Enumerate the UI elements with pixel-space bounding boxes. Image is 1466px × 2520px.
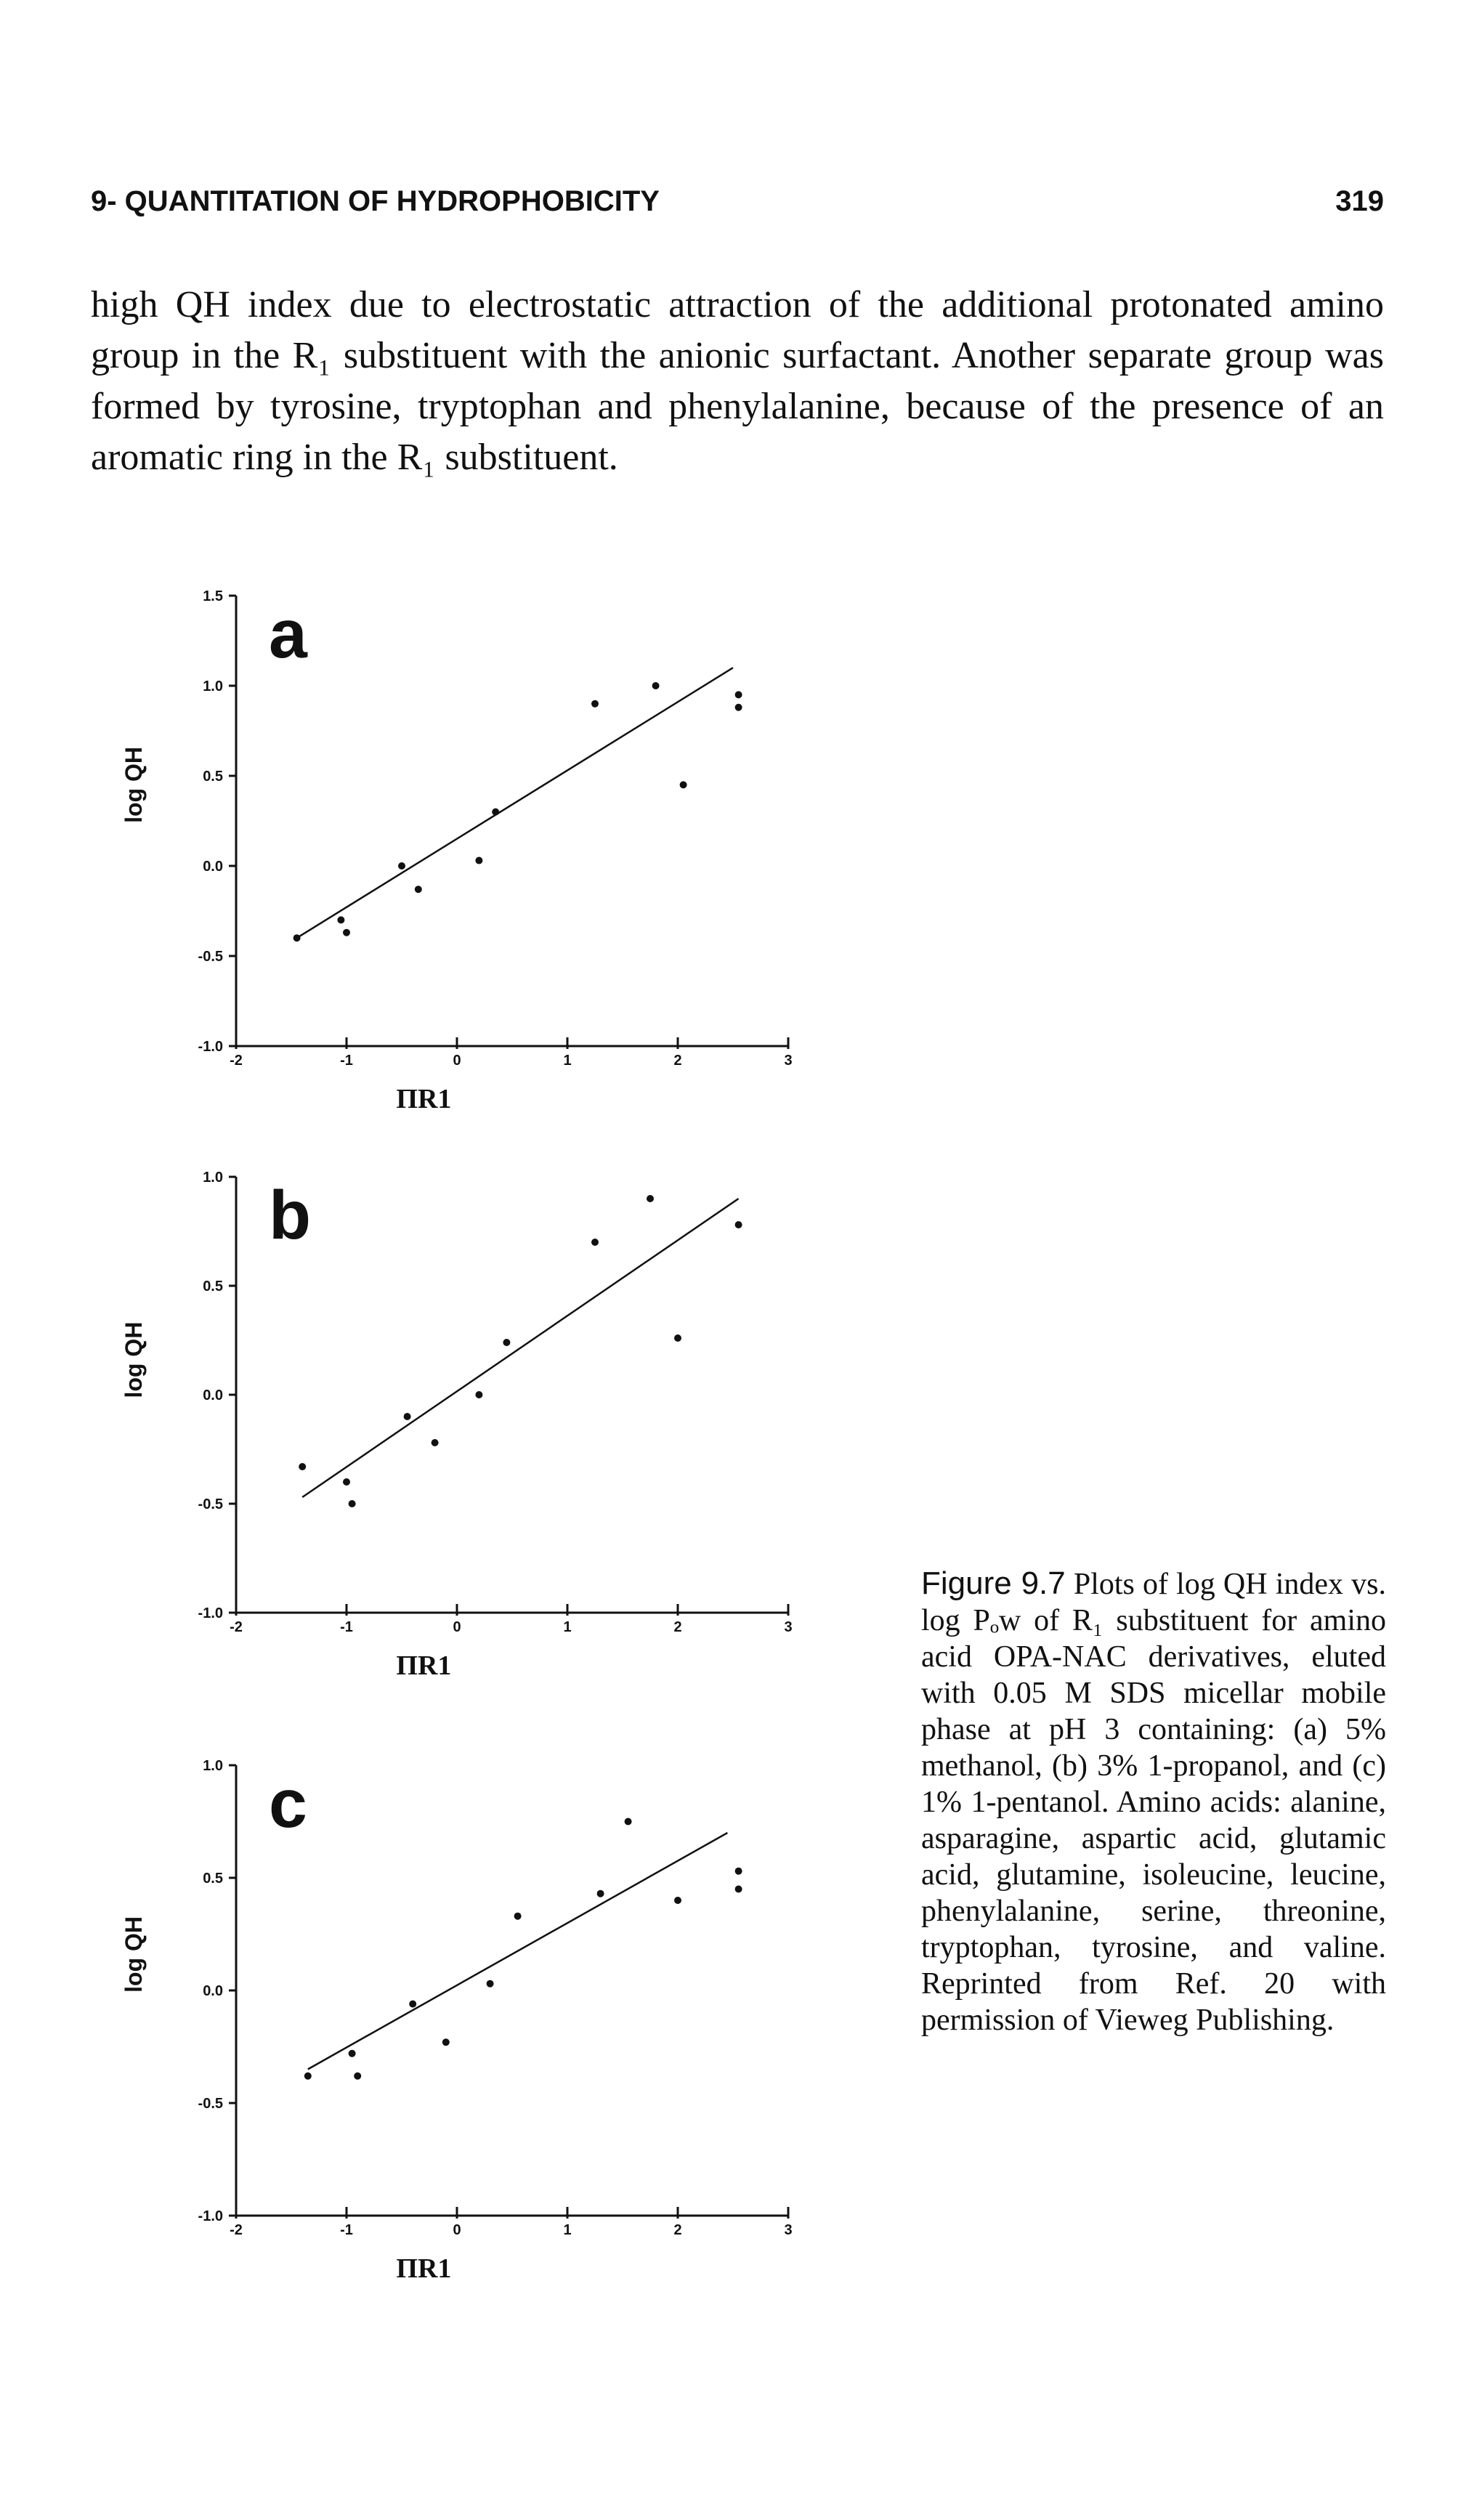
data-point bbox=[348, 1500, 356, 1507]
running-header: 9- QUANTITATION OF HYDROPHOBICITY 319 bbox=[91, 185, 1384, 229]
data-point bbox=[431, 1439, 439, 1446]
data-point bbox=[734, 691, 742, 699]
figure-caption: Figure 9.7 Plots of log QH index vs. log… bbox=[921, 1565, 1386, 2038]
data-point bbox=[734, 1885, 742, 1893]
x-tick-label: 2 bbox=[673, 2222, 681, 2238]
panel-letter: b bbox=[269, 1177, 311, 1254]
x-axis-label: ΠR1 bbox=[396, 2253, 451, 2284]
data-point bbox=[414, 886, 422, 894]
data-point bbox=[492, 808, 500, 816]
x-axis-label: ΠR1 bbox=[396, 1650, 451, 1681]
data-point bbox=[624, 1818, 632, 1826]
data-point bbox=[514, 1912, 522, 1920]
x-tick-label: -2 bbox=[230, 2222, 243, 2238]
y-tick-label: 0.0 bbox=[203, 1983, 223, 1999]
y-tick-label: 0.0 bbox=[203, 859, 223, 875]
scatter-plot-svg-a: 1.5 1.0 0.5 0.0 -0.5 -1.0 -2 -1 0 1 2 3 log QH ΠR1 a bbox=[121, 588, 793, 1114]
chapter-title: 9- QUANTITATION OF HYDROPHOBICITY bbox=[91, 185, 660, 217]
data-point bbox=[503, 1339, 511, 1346]
data-point bbox=[486, 1980, 494, 1988]
y-tick-label: 0.5 bbox=[203, 769, 223, 785]
x-tick-label: -2 bbox=[230, 1619, 243, 1635]
data-point bbox=[475, 1391, 483, 1398]
data-point bbox=[647, 1195, 654, 1202]
scatter-plot-svg-b: 1.0 0.5 0.0 -0.5 -1.0 -2 -1 0 1 2 3 log QH ΠR1 b bbox=[121, 1170, 793, 1681]
y-tick-label: 0.5 bbox=[203, 1279, 223, 1295]
caption-text: Plots of log QH index vs. log Pₒw of R₁ … bbox=[921, 1568, 1386, 2037]
data-point bbox=[591, 1239, 599, 1246]
y-tick-label: -1.0 bbox=[198, 1039, 223, 1055]
x-tick-label: 3 bbox=[784, 1053, 792, 1069]
y-tick-label: -0.5 bbox=[198, 2096, 223, 2112]
data-point bbox=[409, 2000, 417, 2008]
x-tick-label: 0 bbox=[453, 1053, 461, 1069]
data-point bbox=[596, 1889, 604, 1897]
data-point bbox=[591, 700, 599, 708]
x-tick-label: 2 bbox=[673, 1053, 681, 1069]
x-tick-label: 0 bbox=[453, 1619, 461, 1635]
y-axis-label: log QH bbox=[121, 1916, 147, 1993]
data-point bbox=[674, 1897, 681, 1904]
y-tick-label: 1.0 bbox=[203, 1170, 223, 1186]
panel-letter: a bbox=[269, 596, 308, 673]
x-axis-label: ΠR1 bbox=[396, 1084, 451, 1114]
data-point bbox=[293, 934, 301, 942]
regression-line bbox=[301, 1197, 740, 1499]
y-tick-label: 1.0 bbox=[203, 1758, 223, 1774]
figure-label: Figure 9.7 bbox=[921, 1565, 1066, 1601]
x-tick-label: 2 bbox=[673, 1619, 681, 1635]
scatter-plot-svg-c: 1.0 0.5 0.0 -0.5 -1.0 -2 -1 0 1 2 3 log QH ΠR1 c bbox=[121, 1758, 793, 2284]
plot-panel-b: 1.0 0.5 0.0 -0.5 -1.0 -2 -1 0 1 2 3 log QH ΠR1 b bbox=[87, 1155, 814, 1693]
panel-letter: c bbox=[269, 1765, 307, 1842]
x-tick-label: 1 bbox=[563, 1053, 571, 1069]
y-tick-label: 0.5 bbox=[203, 1871, 223, 1887]
y-tick-label: -0.5 bbox=[198, 1496, 223, 1512]
data-point bbox=[348, 2049, 356, 2057]
data-point bbox=[652, 682, 660, 689]
y-tick-label: 0.0 bbox=[203, 1387, 223, 1403]
plot-panel-c: 1.0 0.5 0.0 -0.5 -1.0 -2 -1 0 1 2 3 log QH ΠR1 c bbox=[87, 1743, 814, 2296]
body-paragraph: high QH index due to electrostatic attra… bbox=[91, 280, 1384, 483]
page-number: 319 bbox=[1335, 185, 1384, 217]
y-axis-label: log QH bbox=[121, 747, 147, 823]
plot-panel-a: 1.5 1.0 0.5 0.0 -0.5 -1.0 -2 -1 0 1 2 3 log QH ΠR1 a bbox=[87, 574, 814, 1126]
data-point bbox=[403, 1413, 411, 1420]
data-point bbox=[734, 1221, 742, 1228]
regression-line bbox=[296, 667, 734, 939]
x-tick-label: 0 bbox=[453, 2222, 461, 2238]
x-tick-label: -2 bbox=[230, 1053, 243, 1069]
data-point bbox=[354, 2072, 362, 2080]
x-tick-label: 1 bbox=[563, 2222, 571, 2238]
regression-line bbox=[307, 1831, 729, 2070]
y-tick-label: 1.5 bbox=[203, 588, 223, 604]
y-tick-label: 1.0 bbox=[203, 678, 223, 694]
x-tick-label: 3 bbox=[784, 2222, 792, 2238]
y-tick-label: -0.5 bbox=[198, 949, 223, 965]
data-point bbox=[442, 2038, 450, 2046]
data-point bbox=[679, 781, 687, 789]
data-point bbox=[734, 1867, 742, 1875]
x-tick-label: 3 bbox=[784, 1619, 792, 1635]
data-point bbox=[674, 1334, 681, 1342]
body-paragraph-text: high QH index due to electrostatic attra… bbox=[91, 284, 1384, 478]
y-tick-label: -1.0 bbox=[198, 2208, 223, 2224]
data-point bbox=[304, 2072, 312, 2080]
y-tick-label: -1.0 bbox=[198, 1605, 223, 1621]
data-point bbox=[337, 916, 345, 924]
x-tick-label: -1 bbox=[340, 2222, 353, 2238]
x-tick-label: -1 bbox=[340, 1053, 353, 1069]
data-point bbox=[398, 862, 405, 870]
data-point bbox=[734, 703, 742, 711]
data-point bbox=[299, 1463, 307, 1470]
x-tick-label: -1 bbox=[340, 1619, 353, 1635]
data-point bbox=[475, 856, 483, 864]
x-tick-label: 1 bbox=[563, 1619, 571, 1635]
y-axis-label: log QH bbox=[121, 1322, 147, 1398]
data-point bbox=[343, 928, 350, 936]
data-point bbox=[343, 1478, 350, 1486]
